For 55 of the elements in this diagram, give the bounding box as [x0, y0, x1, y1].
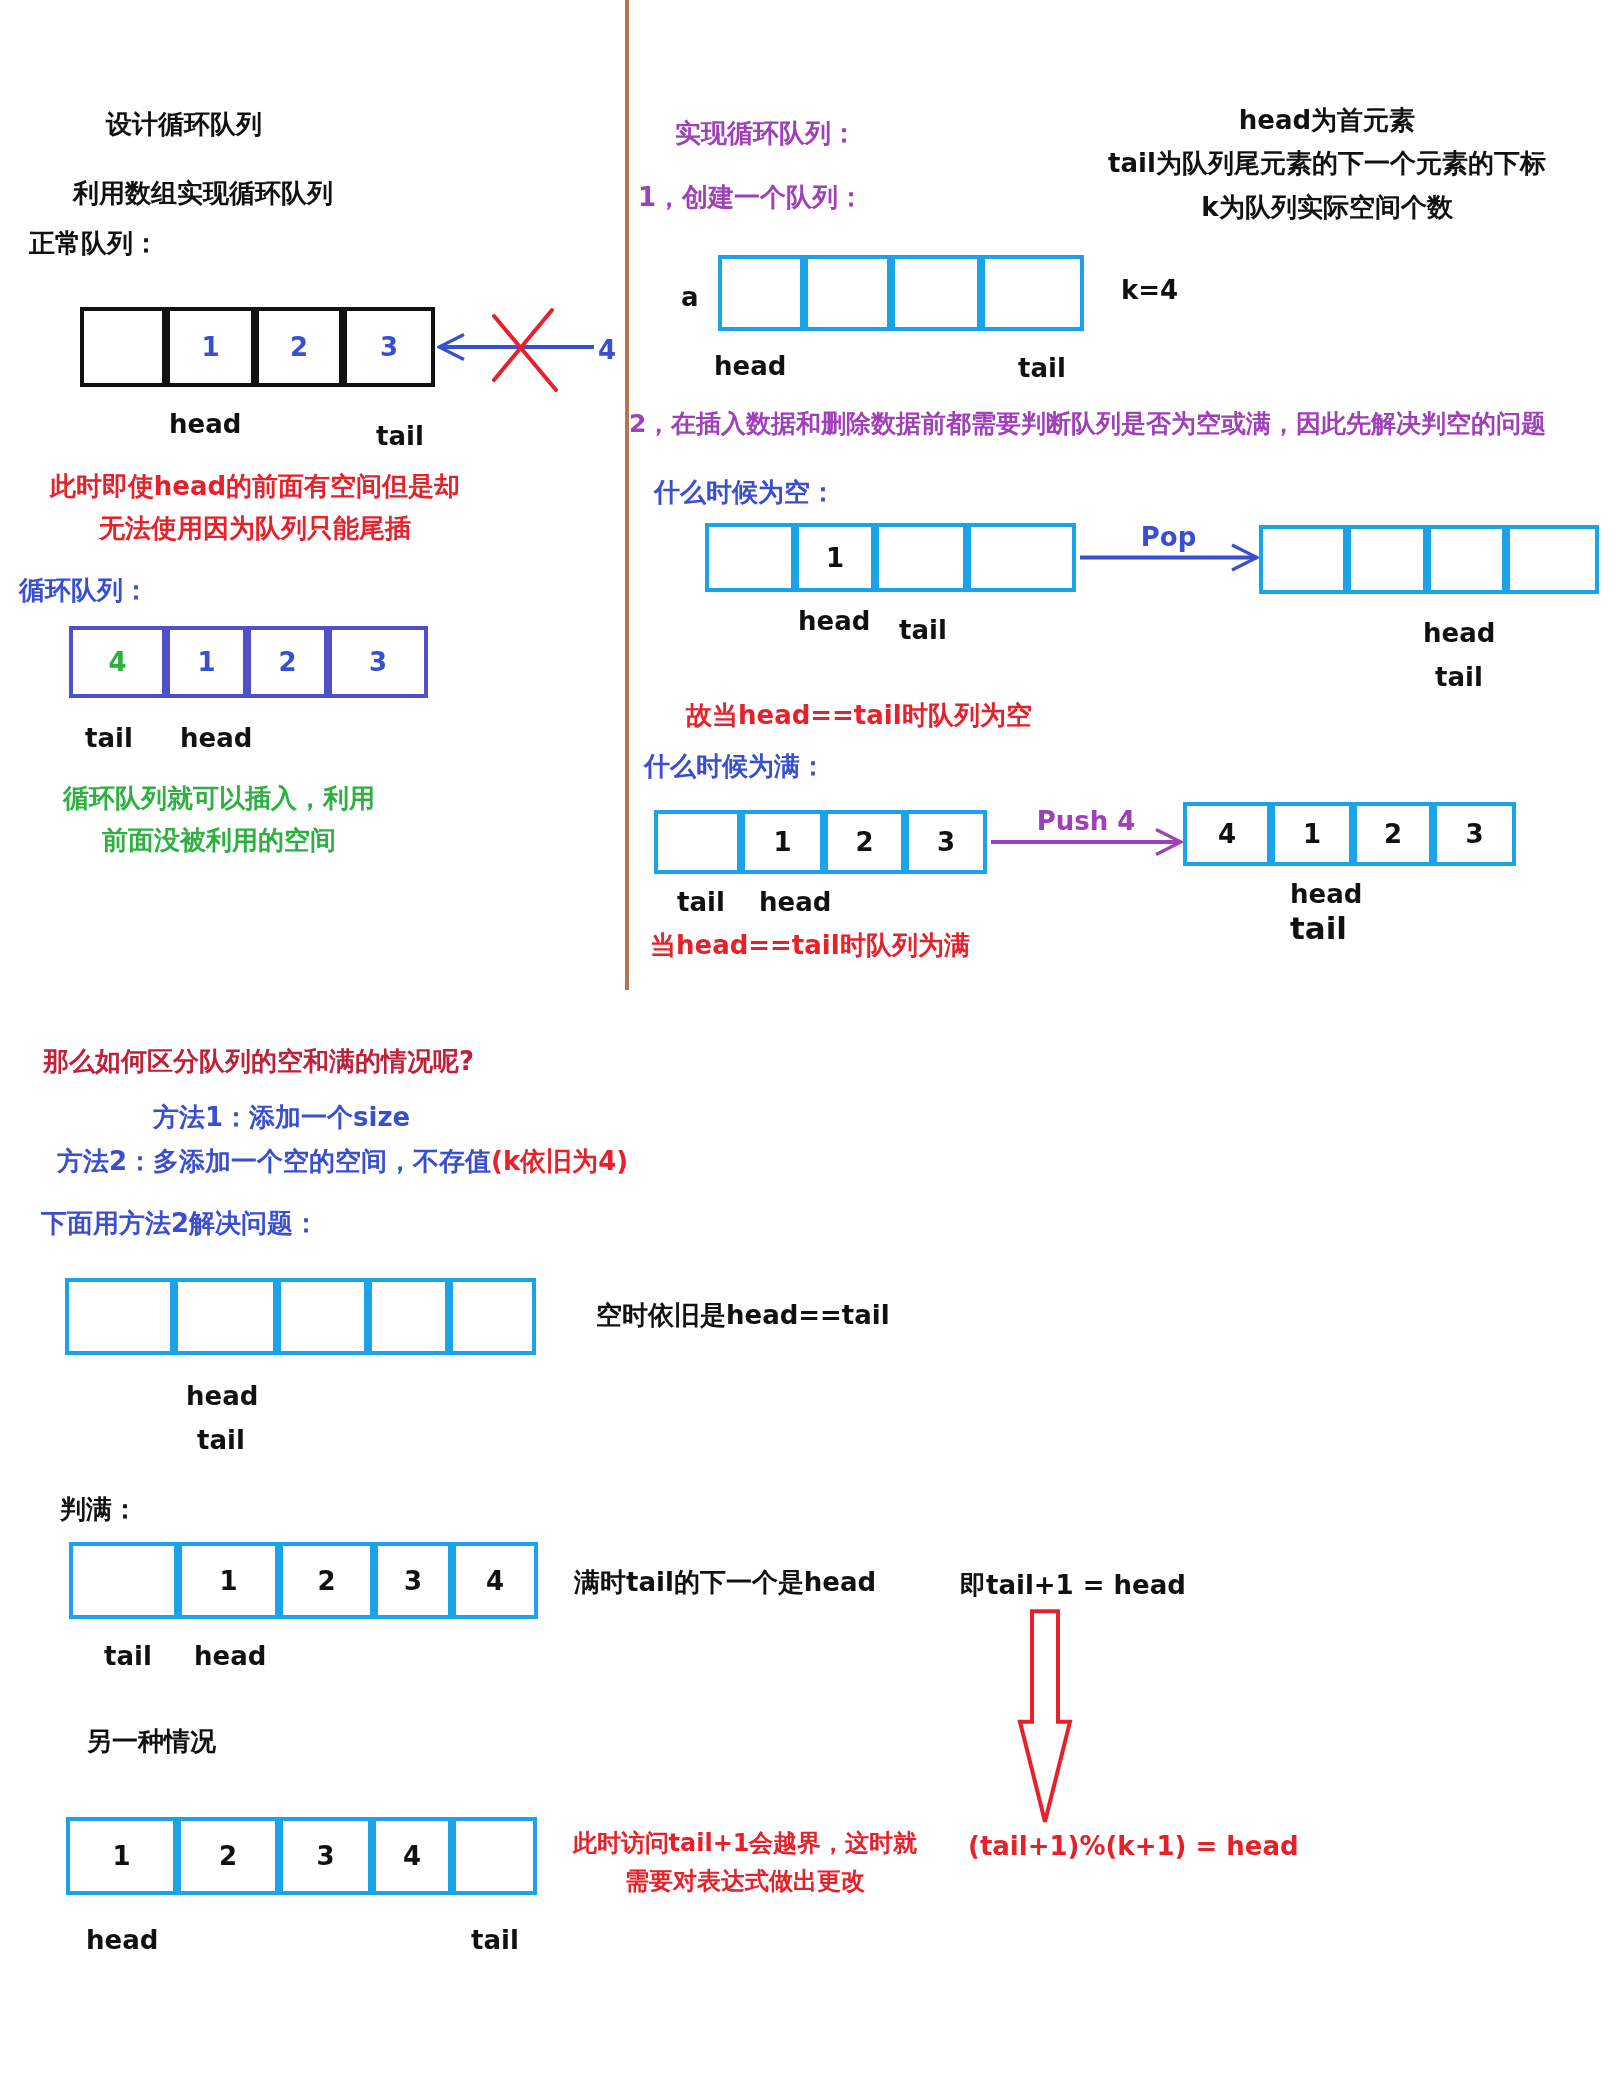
- note-text: 循环队列就可以插入，利用前面没被利用的空间: [63, 782, 375, 857]
- pointer-label: tail: [85, 721, 133, 755]
- note-text: 当head==tail时队列为满: [650, 928, 970, 962]
- array-name: a: [681, 280, 699, 314]
- pointer-label: head: [86, 1923, 159, 1957]
- pointer-label: tail: [197, 1423, 245, 1457]
- section-title: 循环队列：: [19, 573, 149, 607]
- note-text: 此时即使head的前面有空间但是却无法使用因为队列只能尾插: [49, 470, 461, 545]
- definition-text: head为首元素: [1238, 104, 1416, 137]
- note-text: 此时访问tail+1会越界，这时就需要对表达式做出更改: [572, 1828, 918, 1898]
- pointer-label: head: [714, 349, 787, 383]
- arrow: [437, 332, 594, 362]
- pointer-label: tail: [1290, 908, 1347, 948]
- formula-text: 即tail+1 = head: [960, 1568, 1186, 1602]
- definition-text: k为队列实际空间个数: [1201, 191, 1453, 224]
- pointer-label: tail: [471, 1923, 519, 1957]
- method-text: 方法1：添加一个size: [153, 1100, 411, 1134]
- pointer-label: head: [186, 1379, 259, 1413]
- pointer-label: head: [1423, 616, 1496, 650]
- section-title: 下面用方法2解决问题：: [41, 1206, 320, 1240]
- heading: 利用数组实现循环队列: [73, 176, 333, 210]
- section-title: 另一种情况: [86, 1724, 216, 1758]
- step-title: 2，在插入数据和删除数据前都需要判断队列是否为空或满，因此先解决判空的问题: [629, 408, 1547, 440]
- method-note: (k依旧为4): [491, 1145, 629, 1176]
- capacity-label: k=4: [1121, 273, 1179, 307]
- pointer-label: head: [169, 407, 242, 441]
- step-title: 1，创建一个队列：: [638, 180, 865, 214]
- arrow: [1080, 543, 1259, 572]
- note-text: 故当head==tail时队列为空: [686, 698, 1032, 732]
- pointer-label: head: [194, 1639, 267, 1673]
- section-title: 什么时候为空：: [654, 475, 836, 509]
- pointer-label: head: [1290, 877, 1363, 911]
- heading: 设计循环队列: [106, 107, 262, 141]
- pointer-number: 4: [598, 333, 617, 367]
- pointer-label: head: [798, 604, 871, 638]
- arrow: [991, 827, 1183, 857]
- formula-text: (tail+1)%(k+1) = head: [968, 1829, 1299, 1863]
- pointer-label: tail: [1435, 660, 1483, 694]
- condition-text: 空时依旧是head==tail: [596, 1298, 890, 1332]
- block-arrow: [1017, 1609, 1073, 1824]
- pointer-label: tail: [104, 1639, 152, 1673]
- pointer-label: tail: [376, 419, 424, 453]
- method-text: 方法2：多添加一个空的空间，不存值: [57, 1145, 492, 1176]
- section-title: 判满：: [60, 1492, 138, 1526]
- definition-text: tail为队列尾元素的下一个元素的下标: [1108, 147, 1546, 180]
- question-text: 那么如何区分队列的空和满的情况呢?: [43, 1044, 475, 1078]
- section-title: 正常队列：: [29, 226, 159, 260]
- pointer-label: tail: [677, 885, 725, 919]
- section-title: 什么时候为满：: [644, 749, 826, 783]
- pointer-label: head: [180, 721, 253, 755]
- pointer-label: head: [759, 885, 832, 919]
- pointer-label: tail: [899, 613, 947, 647]
- pointer-label: tail: [1018, 351, 1066, 385]
- heading: 实现循环队列：: [675, 116, 857, 150]
- condition-text: 满时tail的下一个是head: [574, 1565, 877, 1599]
